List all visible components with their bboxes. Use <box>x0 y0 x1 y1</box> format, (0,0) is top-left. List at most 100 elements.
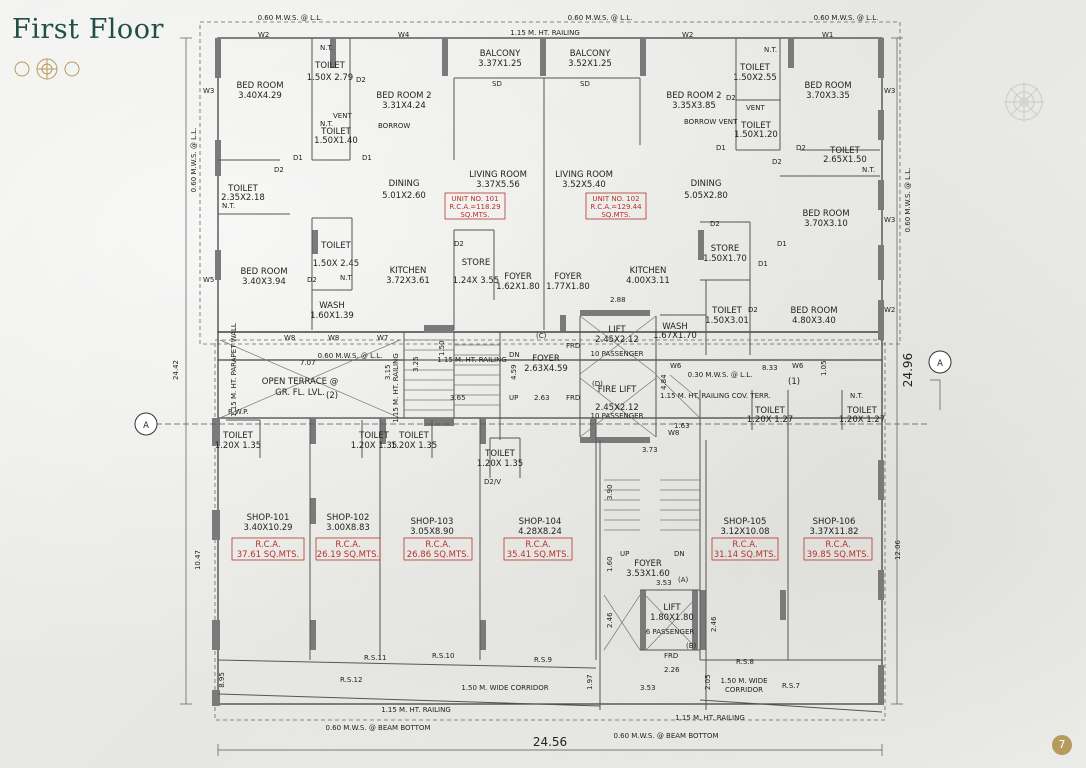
svg-text:D2: D2 <box>454 240 464 248</box>
terrace-label: OPEN TERRACE @ <box>262 377 338 387</box>
room-name: BED ROOM <box>790 306 837 316</box>
room-name: KITCHEN <box>390 266 427 276</box>
svg-text:W2: W2 <box>258 31 269 39</box>
room-name: KITCHEN <box>630 266 667 276</box>
room-dim: 3.35X3.85 <box>672 101 716 111</box>
room-name: LIFT <box>663 603 681 613</box>
shop-depth-left: 10.47 <box>194 550 202 570</box>
room-dim: 3.52X1.25 <box>568 59 612 69</box>
svg-text:R.S.8: R.S.8 <box>736 658 754 666</box>
borrow-label: BORROW VENT <box>684 118 738 126</box>
mws-label: 0.60 M.W.S. @ L.L. <box>318 352 383 360</box>
room-dim: 3.37X1.25 <box>478 59 522 69</box>
room-dim: 3.37X5.56 <box>476 180 520 190</box>
nt-label: N.T. <box>320 120 333 128</box>
room-name: STORE <box>462 258 491 268</box>
room-dim: 1.50X3.01 <box>705 316 749 326</box>
svg-text:D2: D2 <box>796 144 806 152</box>
svg-text:W3: W3 <box>884 216 895 224</box>
svg-text:R.S.12: R.S.12 <box>340 676 362 684</box>
dimension-lines <box>156 37 941 756</box>
svg-text:UP: UP <box>620 550 629 558</box>
svg-text:35.41 SQ.MTS.: 35.41 SQ.MTS. <box>507 550 569 560</box>
section-marker-right: A <box>928 350 952 374</box>
svg-text:39.85 SQ.MTS.: 39.85 SQ.MTS. <box>807 550 869 560</box>
svg-text:R.C.A.: R.C.A. <box>525 540 550 550</box>
mws-label: 0.60 M.W.S. @ L.L. <box>904 168 912 233</box>
overall-width: 24.56 <box>533 735 567 749</box>
svg-text:R.S.7: R.S.7 <box>782 682 800 690</box>
svg-text:W4: W4 <box>398 31 410 39</box>
svg-text:3.05X8.90: 3.05X8.90 <box>410 527 454 537</box>
area-marker: (A) <box>678 576 689 584</box>
svg-text:UNIT NO. 101: UNIT NO. 101 <box>451 195 498 203</box>
svg-text:DN: DN <box>674 550 685 558</box>
room-dim: 3.31X4.24 <box>382 101 426 111</box>
svg-text:26.86 SQ.MTS.: 26.86 SQ.MTS. <box>407 550 469 560</box>
railing-label: 1.15 M. HT. RAILING <box>381 706 451 714</box>
nt-label: N.T. <box>320 44 333 52</box>
room-name: LIFT <box>608 325 626 335</box>
svg-text:3.73: 3.73 <box>642 446 658 454</box>
svg-text:D2: D2 <box>307 276 317 284</box>
svg-text:D1: D1 <box>293 154 303 162</box>
railing-label: 1.15 M. HT. RAILING <box>392 353 400 423</box>
room-dim: 2.45X2.12 <box>595 403 639 413</box>
room-dim: 1.77X1.80 <box>546 282 590 292</box>
svg-text:W8: W8 <box>328 334 339 342</box>
svg-text:W7: W7 <box>377 334 388 342</box>
room-dim: 1.67X1.70 <box>653 331 697 341</box>
area-marker: (D) <box>592 380 603 388</box>
svg-text:W8: W8 <box>284 334 295 342</box>
svg-text:D2: D2 <box>772 158 782 166</box>
svg-text:W1: W1 <box>822 31 833 39</box>
svg-text:FRD: FRD <box>566 342 580 350</box>
mws-label: 0.60 M.W.S. @ L.L. <box>258 14 323 22</box>
left-depth: 24.42 <box>172 360 180 380</box>
borrow-label: BORROW <box>378 122 410 130</box>
svg-text:D1: D1 <box>716 144 726 152</box>
room-name: TOILET <box>484 449 515 459</box>
room-dim: 1.20X 1.27 <box>839 415 885 425</box>
svg-text:7.07: 7.07 <box>300 359 316 367</box>
room-name: WASH <box>319 301 345 311</box>
room-dim: 2.35X2.18 <box>221 193 265 203</box>
svg-text:UP: UP <box>509 394 518 402</box>
svg-text:W2: W2 <box>682 31 693 39</box>
svg-text:A: A <box>937 359 943 369</box>
svg-text:1.50: 1.50 <box>438 340 446 356</box>
shop-depth-right: 12.06 <box>894 539 902 560</box>
svg-text:SHOP-101: SHOP-101 <box>247 513 290 523</box>
room-name: TOILET <box>754 406 785 416</box>
nt-label: N.T. <box>850 392 863 400</box>
room-dim: 4.00X3.11 <box>626 276 670 286</box>
mws-label: 0.60 M.W.S. @ L.L. <box>568 14 633 22</box>
room-name: DINING <box>691 179 722 189</box>
room-name: TOILET <box>829 146 860 156</box>
cov-terrace-label: 1.15 M. HT. RAILING COV. TERR. <box>660 392 771 400</box>
svg-text:R.C.A.: R.C.A. <box>825 540 850 550</box>
room-dim: 2.65X1.50 <box>823 155 867 165</box>
room-dim: 5.05X2.80 <box>684 191 728 201</box>
svg-text:D2: D2 <box>748 306 758 314</box>
interior-walls <box>217 38 883 713</box>
room-dim: 3.40X3.94 <box>242 277 286 287</box>
svg-text:A: A <box>143 421 149 431</box>
svg-text:4.59: 4.59 <box>510 364 518 380</box>
lift-capacity: 6 PASSENGER <box>646 628 695 636</box>
room-dim: 1.50X1.20 <box>734 130 778 140</box>
room-name: BED ROOM 2 <box>666 91 721 101</box>
svg-text:3.53: 3.53 <box>640 684 656 692</box>
svg-text:SHOP-104: SHOP-104 <box>519 517 562 527</box>
svg-text:R.C.A.: R.C.A. <box>425 540 450 550</box>
room-name: BALCONY <box>480 49 521 59</box>
area-marker: (C) <box>536 332 547 340</box>
svg-text:W3: W3 <box>884 87 895 95</box>
room-name: FOYER <box>532 354 560 364</box>
svg-text:D2: D2 <box>356 76 366 84</box>
